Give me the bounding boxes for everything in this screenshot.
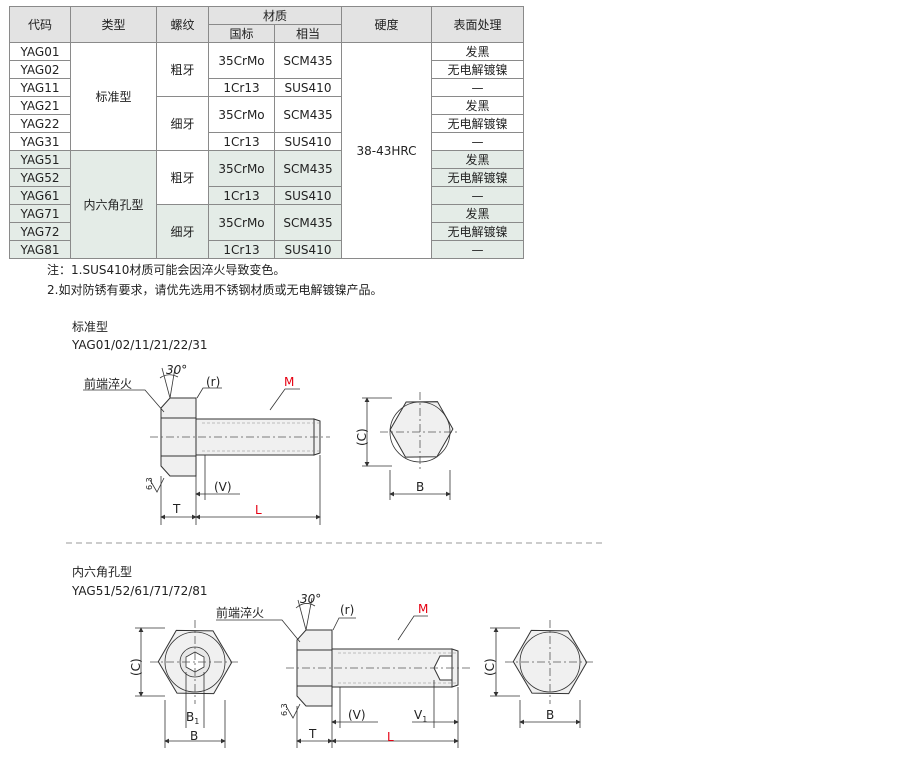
standard-m-label: M (284, 375, 294, 389)
code-cell: YAG52 (9, 168, 71, 187)
thread-cell: 粗牙 (156, 42, 209, 97)
code-cell: YAG22 (9, 114, 71, 133)
hex-v-label: (V) (348, 708, 366, 722)
material-gb-cell: 35CrMo (208, 150, 275, 187)
standard-l-label: L (255, 503, 262, 517)
hex-socket-end-view (135, 620, 240, 748)
surface-cell: — (431, 132, 524, 151)
hex-socket-codes: YAG51/52/61/71/72/81 (72, 584, 208, 598)
header-material: 材质 (208, 6, 342, 25)
surface-cell: 无电解镀镍 (431, 168, 524, 187)
spec-table: 代码 类型 螺纹 材质 硬度 表面处理 国标 相当 YAG01 标准型 粗牙 3… (9, 6, 524, 259)
hex-chamfer-label: 前端淬火 (216, 605, 264, 620)
standard-c-label: (C) (355, 428, 369, 446)
hex-v1-label: V1 (414, 708, 427, 724)
standard-title: 标准型 (72, 320, 109, 334)
hardness-cell: 38-43HRC (341, 42, 432, 259)
hex-b-label-right: B (546, 708, 554, 722)
hex-m-label: M (418, 602, 428, 616)
surface-cell: — (431, 186, 524, 205)
code-cell: YAG81 (9, 240, 71, 259)
surface-cell: 发黑 (431, 204, 524, 223)
material-eq-cell: SUS410 (274, 78, 342, 97)
hex-b1-label: B1 (186, 710, 199, 726)
hex-t-label: T (308, 727, 317, 741)
code-cell: YAG51 (9, 150, 71, 169)
material-gb-cell: 1Cr13 (208, 132, 275, 151)
hex-b-label-left: B (190, 729, 198, 743)
material-eq-cell: SUS410 (274, 240, 342, 259)
material-eq-cell: SCM435 (274, 96, 342, 133)
material-eq-cell: SUS410 (274, 132, 342, 151)
hex-angle-label: 30° (300, 592, 321, 606)
standard-codes: YAG01/02/11/21/22/31 (72, 338, 208, 352)
note-2: 2.如对防锈有要求，请优先选用不锈钢材质或无电解镀镍产品。 (47, 283, 383, 297)
standard-end-view (362, 392, 460, 500)
standard-t-label: T (172, 502, 181, 516)
note-1: 注：1.SUS410材质可能会因淬火导致变色。 (47, 263, 286, 277)
code-cell: YAG72 (9, 222, 71, 241)
material-gb-cell: 1Cr13 (208, 240, 275, 259)
standard-angle-label: 30° (166, 363, 187, 377)
standard-roughness-label: 6.3 (145, 477, 154, 490)
standard-r-label: (r) (206, 375, 220, 389)
header-hardness: 硬度 (341, 6, 432, 43)
thread-cell: 细牙 (156, 204, 209, 259)
material-eq-cell: SCM435 (274, 204, 342, 241)
header-surface: 表面处理 (431, 6, 524, 43)
header-material-gb: 国标 (208, 24, 275, 43)
surface-cell: — (431, 240, 524, 259)
hex-c-label-right: (C) (483, 658, 497, 676)
hex-r-label: (r) (340, 603, 354, 617)
hex-roughness-label: 6.3 (280, 703, 289, 716)
material-gb-cell: 35CrMo (208, 204, 275, 241)
surface-cell: 发黑 (431, 96, 524, 115)
hex-socket-title: 内六角孔型 (72, 565, 133, 579)
standard-v-label: (V) (214, 480, 232, 494)
code-cell: YAG21 (9, 96, 71, 115)
code-cell: YAG61 (9, 186, 71, 205)
type-cell: 标准型 (70, 42, 157, 151)
standard-b-label: B (416, 480, 424, 494)
material-eq-cell: SUS410 (274, 186, 342, 205)
thread-cell: 细牙 (156, 96, 209, 151)
material-eq-cell: SCM435 (274, 150, 342, 187)
hex-socket-right-end-view (490, 620, 596, 728)
material-gb-cell: 35CrMo (208, 42, 275, 79)
type-cell: 内六角孔型 (70, 150, 157, 259)
header-code: 代码 (9, 6, 71, 43)
standard-chamfer-label: 前端淬火 (84, 376, 132, 391)
surface-cell: 发黑 (431, 42, 524, 61)
material-gb-cell: 35CrMo (208, 96, 275, 133)
hex-l-label: L (387, 730, 394, 744)
hex-c-label-left: (C) (129, 658, 143, 676)
surface-cell: 无电解镀镍 (431, 114, 524, 133)
